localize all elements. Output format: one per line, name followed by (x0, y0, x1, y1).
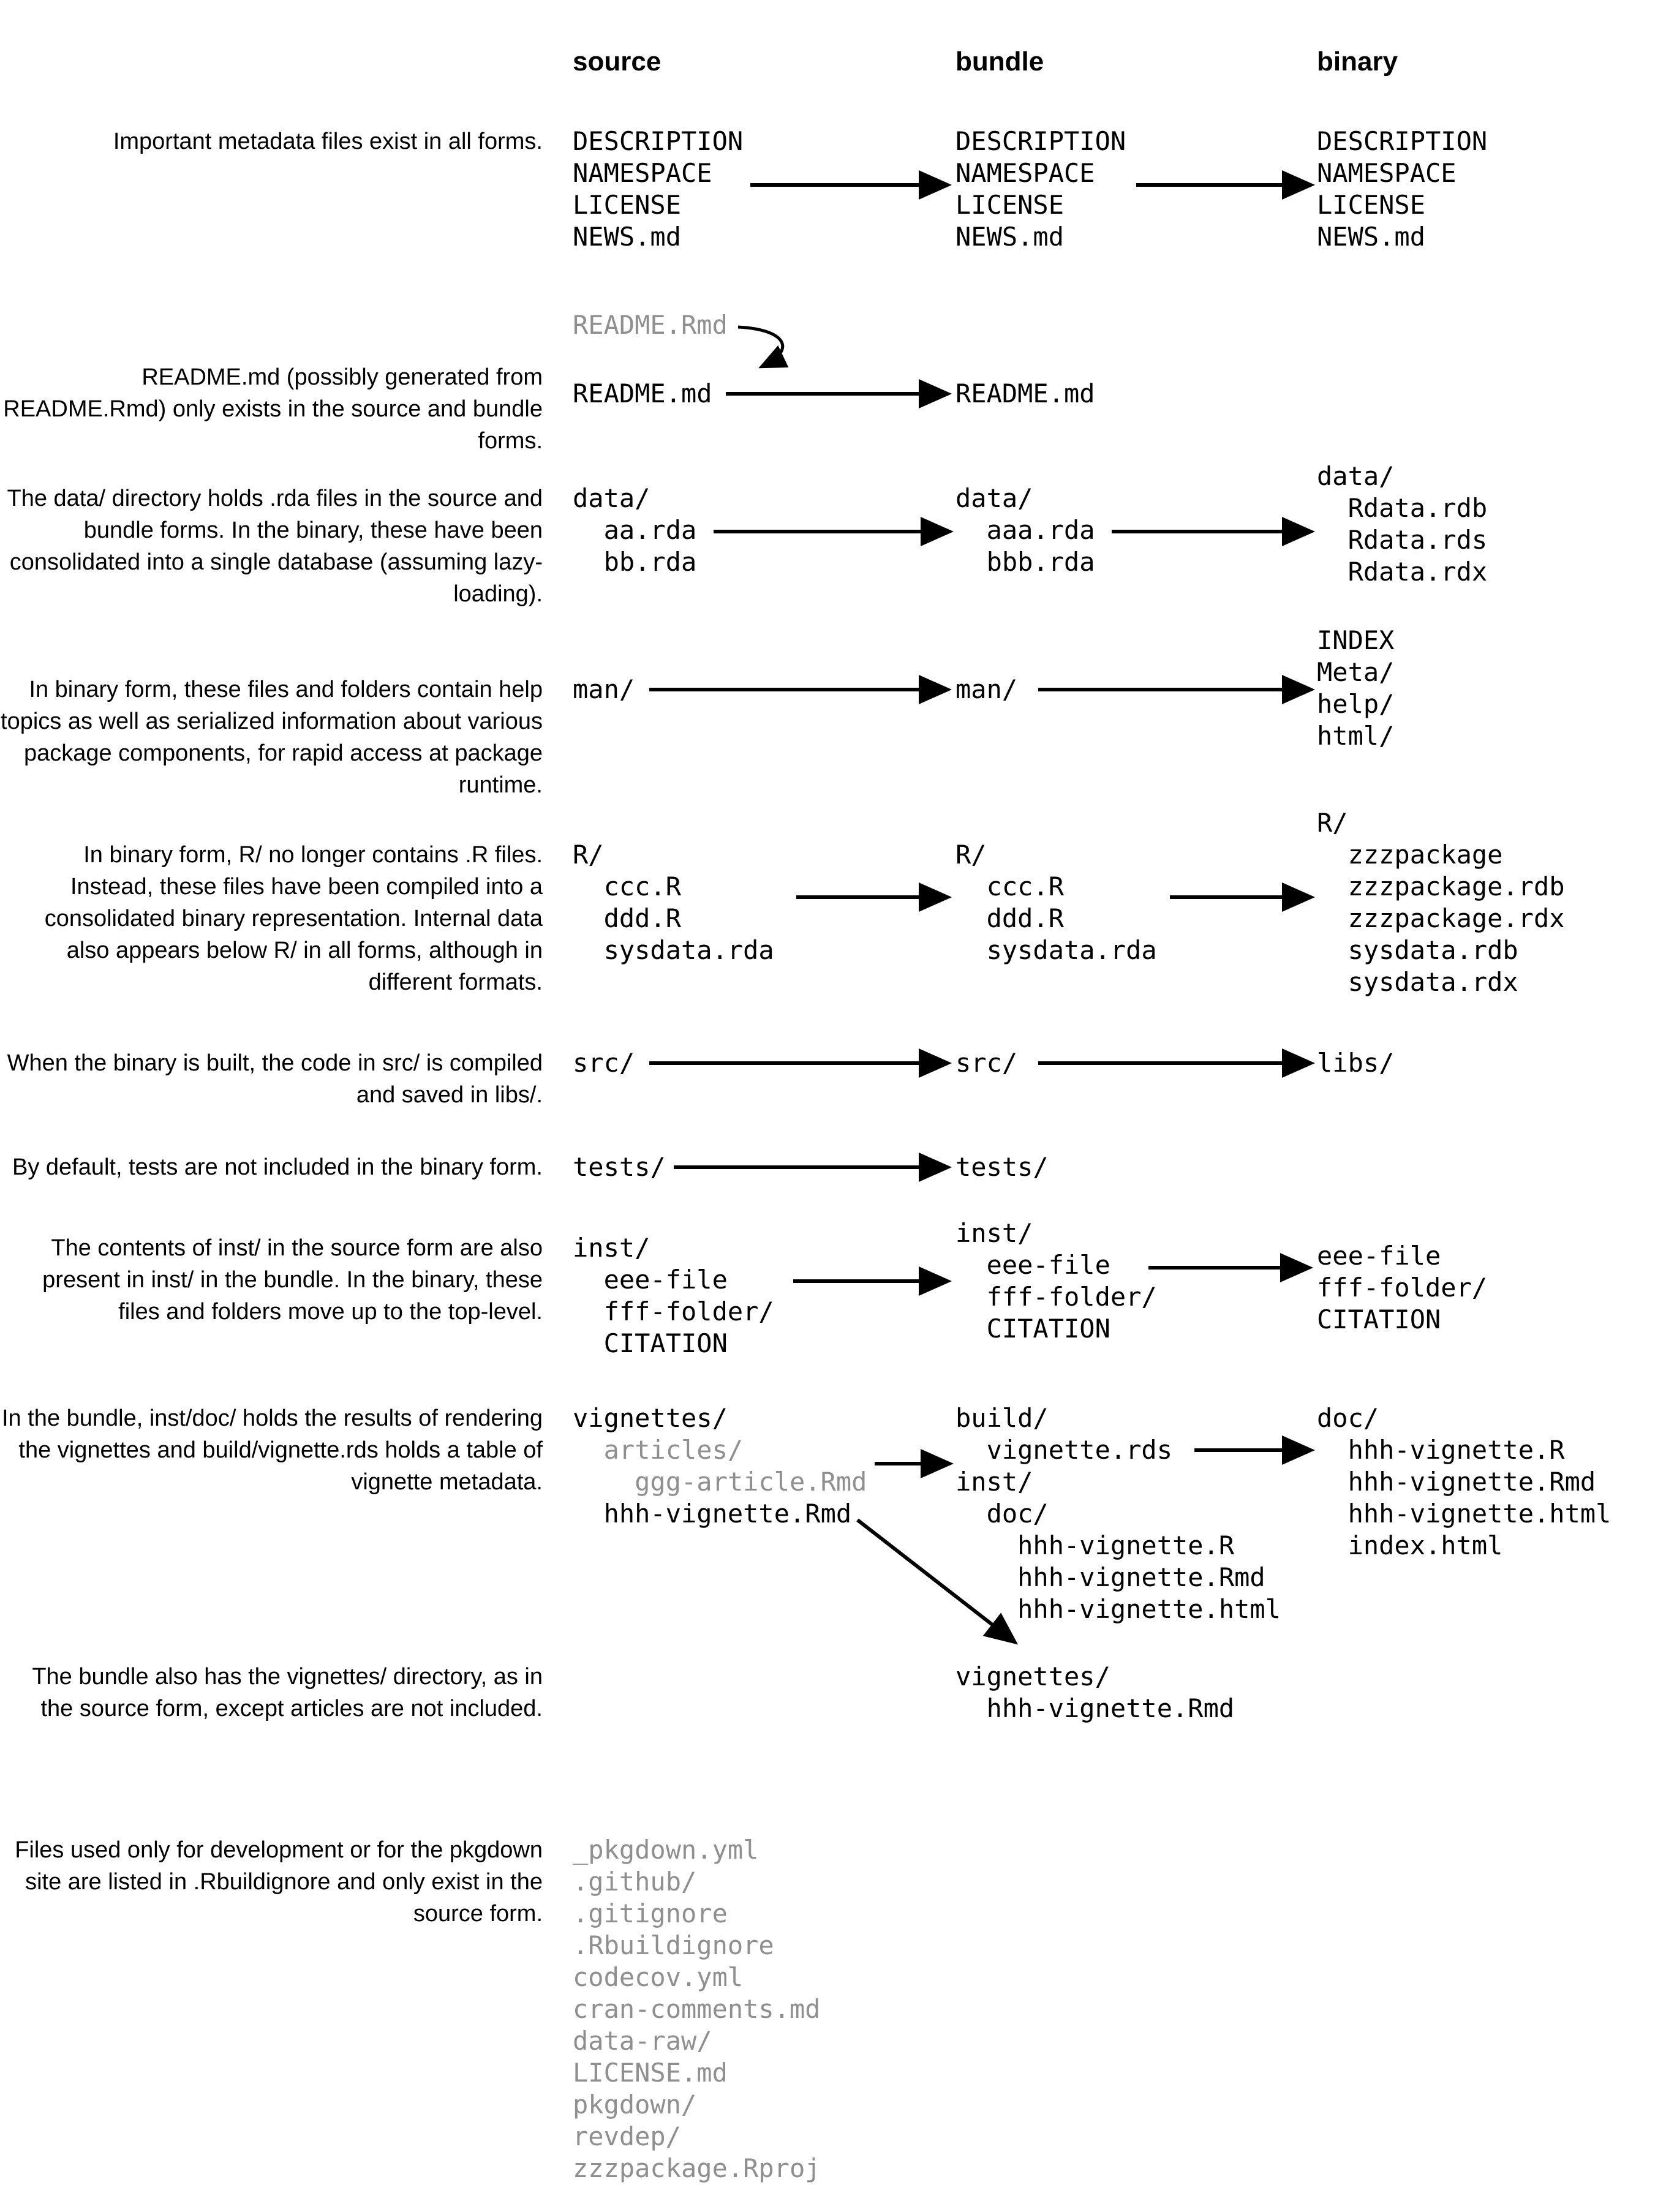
arrow-vignettes-source-to-bundle-vignettes (856, 1518, 1019, 1645)
source-metadata-files: DESCRIPTION NAMESPACE LICENSE NEWS.md (573, 126, 744, 252)
note-vignettes2: The bundle also has the vignettes/ direc… (32, 1664, 543, 1721)
bundle-data-dir: data/ aaa.rda bbb.rda (956, 483, 1095, 577)
note-vignettes: In the bundle, inst/doc/ holds the resul… (2, 1405, 543, 1495)
bundle-src-dir: src/ (956, 1048, 1018, 1078)
binary-doc-dir: doc/ hhh-vignette.R hhh-vignette.Rmd hhh… (1317, 1403, 1611, 1560)
note-r: In binary form, R/ no longer contains .R… (44, 842, 543, 995)
binary-r-dir: R/ zzzpackage zzzpackage.rdb zzzpackage.… (1317, 808, 1565, 997)
bundle-tests-dir: tests/ (956, 1152, 1049, 1182)
source-data-dir: data/ aa.rda bb.rda (573, 483, 697, 577)
bundle-build-inst-doc: build/ vignette.rds inst/ doc/ hhh-vigne… (956, 1403, 1281, 1624)
column-header-source: source (573, 47, 662, 77)
column-header-binary: binary (1317, 47, 1398, 77)
arrow-readme-rmd-to-md (737, 325, 789, 369)
source-tests-dir: tests/ (573, 1152, 666, 1182)
source-man-dir: man/ (573, 674, 635, 704)
binary-libs-dir: libs/ (1317, 1048, 1395, 1078)
binary-help-files: INDEX Meta/ help/ html/ (1317, 625, 1395, 751)
source-readme-rmd: README.Rmd (573, 310, 728, 340)
bundle-metadata-files: DESCRIPTION NAMESPACE LICENSE NEWS.md (956, 126, 1126, 252)
note-tests: By default, tests are not included in th… (12, 1154, 543, 1180)
note-metadata: Important metadata files exist in all fo… (113, 129, 543, 154)
note-data: The data/ directory holds .rda files in … (7, 486, 543, 607)
source-vignettes-dir: vignettes/ (573, 1403, 728, 1433)
source-dev-only-files: _pkgdown.yml .github/ .gitignore .Rbuild… (573, 1835, 821, 2183)
column-header-bundle: bundle (956, 47, 1044, 77)
binary-metadata-files: DESCRIPTION NAMESPACE LICENSE NEWS.md (1317, 126, 1488, 252)
source-vignettes-articles: articles/ ggg-article.Rmd (603, 1435, 867, 1497)
note-devfiles: Files used only for development or for t… (15, 1837, 543, 1927)
binary-inst-files: eee-file fff-folder/ CITATION (1317, 1241, 1488, 1334)
note-inst: The contents of inst/ in the source form… (42, 1235, 543, 1325)
bundle-man-dir: man/ (956, 674, 1018, 704)
source-inst-dir: inst/ eee-file fff-folder/ CITATION (573, 1233, 774, 1358)
source-readme-md: README.md (573, 378, 712, 408)
bundle-r-dir: R/ ccc.R ddd.R sysdata.rda (956, 840, 1157, 965)
source-r-dir: R/ ccc.R ddd.R sysdata.rda (573, 840, 774, 965)
source-src-dir: src/ (573, 1048, 635, 1078)
bundle-inst-dir: inst/ eee-file fff-folder/ CITATION (956, 1218, 1157, 1344)
bundle-vignettes-dir: vignettes/ hhh-vignette.Rmd (956, 1661, 1235, 1723)
source-vignette-rmd: hhh-vignette.Rmd (573, 1499, 852, 1529)
note-src: When the binary is built, the code in sr… (7, 1050, 543, 1108)
binary-data-dir: data/ Rdata.rdb Rdata.rds Rdata.rdx (1317, 461, 1488, 587)
bundle-readme-md: README.md (956, 378, 1095, 408)
note-readme: README.md (possibly generated from READM… (3, 364, 543, 454)
note-man: In binary form, these files and folders … (1, 677, 543, 798)
